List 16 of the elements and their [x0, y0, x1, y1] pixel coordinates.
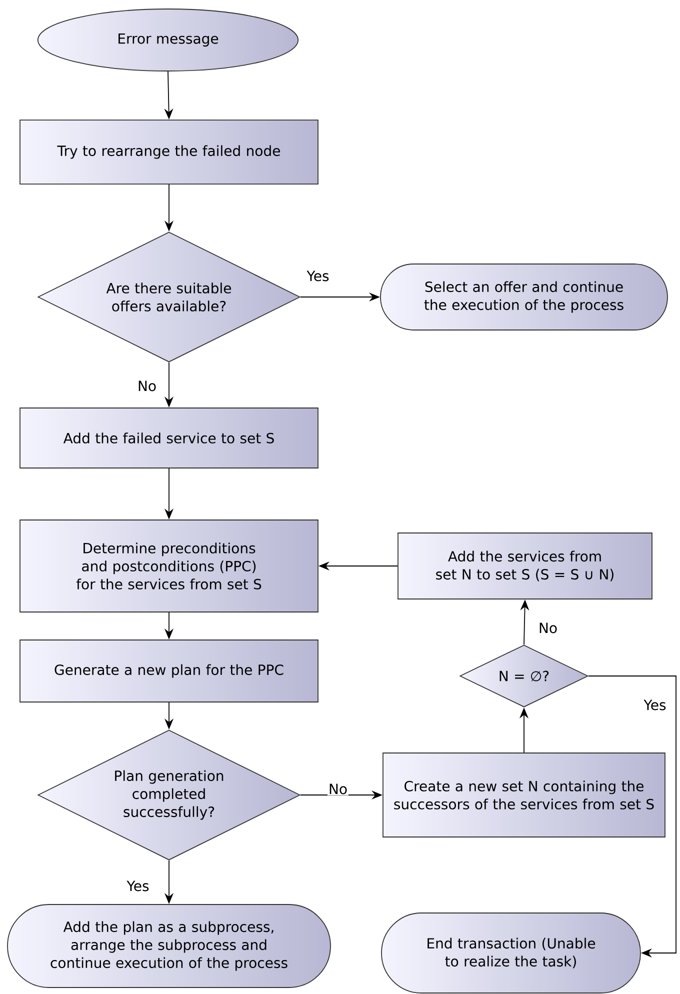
edge-label: Yes	[126, 880, 150, 892]
terminal-box: Add the plan as a subprocess, arrange the subprocess and continue execution of the process	[7, 904, 331, 988]
edge-label: Yes	[642, 698, 668, 712]
edge-label: No	[327, 782, 349, 796]
process-box: Create a new set N containing the successors of the services from set S	[382, 752, 666, 838]
arrow	[588, 676, 676, 958]
terminal-box: End transaction (Unable to realize the task)	[381, 912, 641, 994]
process-box: Add the services from set N to set S (S = S ∪ N)	[398, 532, 652, 600]
edge-label: Yes	[306, 270, 330, 282]
edge-label: No	[537, 622, 559, 634]
terminal-box: Select an offer and continue the execution of the process	[380, 264, 668, 330]
process-box: Try to rearrange the failed node	[20, 120, 318, 184]
edge-label: No	[136, 380, 158, 392]
process-box: Generate a new plan for the PPC	[20, 640, 318, 702]
process-box: Add the failed service to set S	[20, 408, 318, 468]
process-box: Determine preconditions and postconditions (PPC) for the services from set S	[20, 520, 318, 612]
